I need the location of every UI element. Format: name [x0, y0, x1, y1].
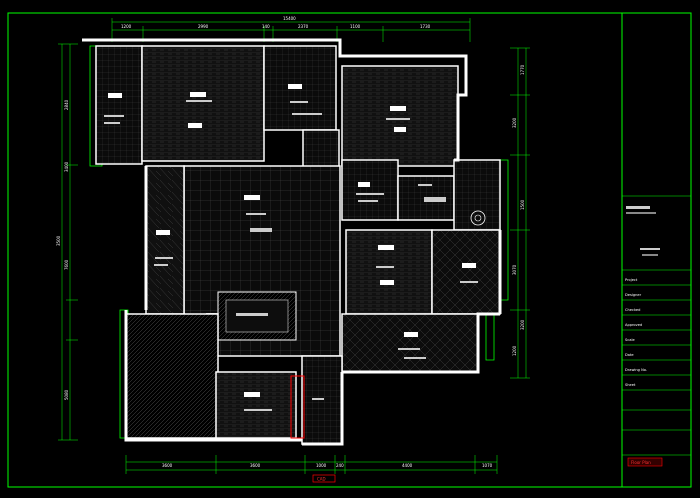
dim-right-4: 3070 [512, 264, 517, 275]
drawing-title: Floor Plan [631, 460, 651, 465]
dim-bottom-3: 1000 [316, 463, 327, 468]
title-row-8: Sheet [625, 383, 636, 387]
dim-left-4: 7600 [64, 259, 69, 270]
room-bathroom-1 [341, 159, 399, 221]
title-row-2: Designer [625, 293, 642, 297]
dim-bottom-1: 3600 [162, 463, 173, 468]
dim-top-5: 1100 [350, 24, 361, 29]
dim-right-1: 1770 [520, 64, 525, 75]
room-master-bedroom [141, 45, 265, 162]
dim-left-3: 3500 [56, 235, 61, 246]
room-study [341, 313, 479, 373]
exterior-wall [82, 38, 502, 446]
dim-top-2: 2990 [198, 24, 209, 29]
dim-right-3: 1500 [520, 199, 525, 210]
dim-right-6: 1200 [512, 345, 517, 356]
room-bedroom-3 [345, 229, 433, 315]
room-balcony-right [453, 159, 501, 231]
room-bedroom-4 [215, 371, 297, 439]
title-block [621, 12, 692, 488]
title-row-7: Drawing No. [625, 368, 647, 372]
top-dimension-chain [111, 18, 471, 42]
dim-left-5: 5080 [64, 389, 69, 400]
dim-top-4: 2370 [298, 24, 309, 29]
entrance-door-highlight [290, 375, 305, 439]
bottom-dimension-chain [125, 455, 498, 474]
right-dimension-chain [510, 47, 530, 379]
bottom-marker-text: CAD [317, 477, 326, 482]
room-corridor-small [302, 129, 340, 169]
dim-left-1: 2840 [64, 99, 69, 110]
bottom-marker-box [312, 474, 336, 483]
title-row-5: Scale [625, 338, 635, 342]
dim-top-6: 1730 [420, 24, 431, 29]
room-closet [263, 45, 337, 131]
dim-right-5: 3200 [520, 319, 525, 330]
title-row-6: Date [625, 353, 634, 357]
dim-bottom-4: 240 [336, 463, 344, 468]
room-bathroom-3 [431, 229, 501, 315]
room-bedroom-2 [341, 65, 459, 167]
title-row-4: Approved [625, 323, 642, 327]
dim-top-3: 140 [262, 24, 270, 29]
dim-left-2: 3400 [64, 161, 69, 172]
title-row-1: Project [625, 278, 638, 282]
drawing-title-box [627, 457, 663, 467]
room-bathroom-2 [397, 175, 455, 221]
room-kitchen [125, 313, 219, 439]
dim-top-1: 1200 [121, 24, 132, 29]
left-dimension-chain [58, 43, 78, 441]
dim-right-2: 3200 [512, 117, 517, 128]
room-entrance-stairs [301, 355, 343, 445]
dim-bottom-5: 4400 [402, 463, 413, 468]
room-balcony-topleft [95, 45, 143, 165]
dim-top-total: 15400 [283, 16, 296, 21]
dim-bottom-2: 3600 [250, 463, 261, 468]
dim-bottom-6: 1070 [482, 463, 493, 468]
room-foyer-stone [145, 165, 185, 315]
title-row-3: Checked [625, 308, 640, 312]
